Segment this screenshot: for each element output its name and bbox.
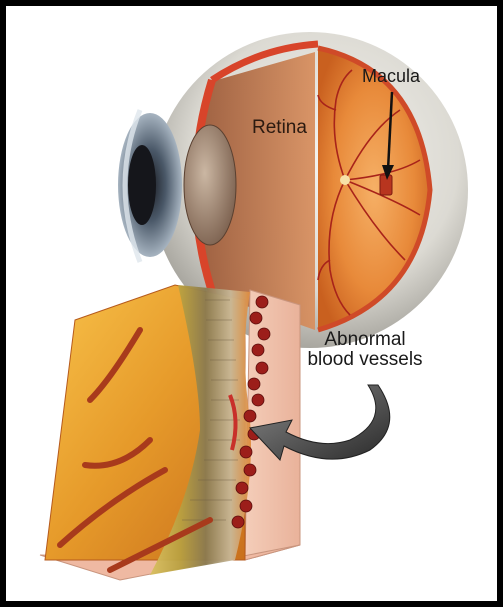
abnormal-vessels-label: Abnormal blood vessels xyxy=(300,330,430,370)
abnormal-vessels-label-line2: blood vessels xyxy=(300,350,430,370)
optic-disc xyxy=(340,175,350,185)
retina-label: Retina xyxy=(252,118,307,138)
abnormal-vessels-label-line1: Abnormal xyxy=(300,330,430,350)
macula-label: Macula xyxy=(362,67,420,86)
macula-spot xyxy=(380,175,392,195)
